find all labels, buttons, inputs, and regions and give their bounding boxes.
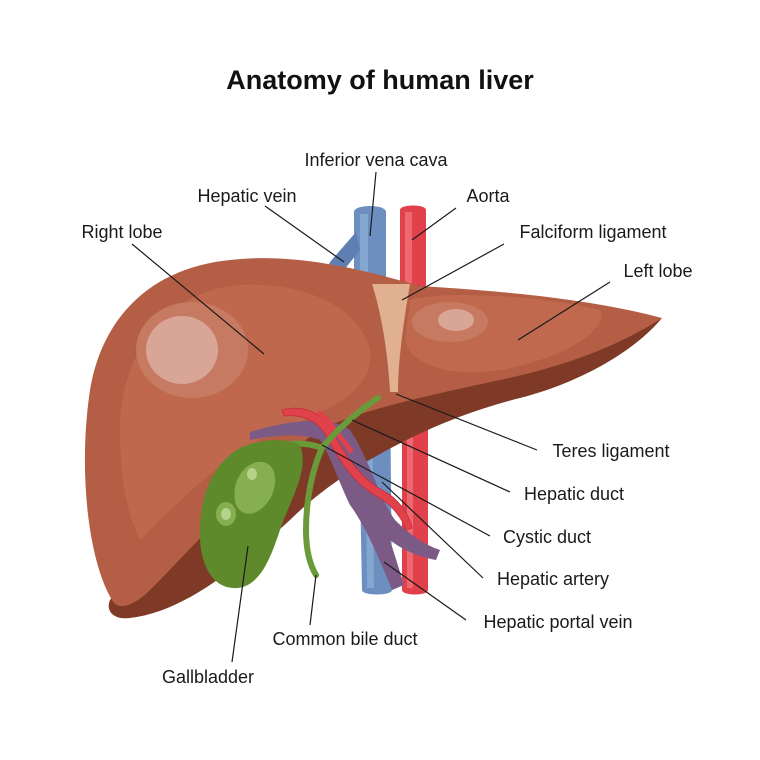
label-inferior-vena-cava: Inferior vena cava [304,150,448,170]
left-lobe-highlight [438,309,474,331]
label-hepatic-vein: Hepatic vein [197,186,296,206]
leader-hepatic-vein [265,206,344,262]
diagram-title: Anatomy of human liver [226,65,534,95]
label-hepatic-portal-vein: Hepatic portal vein [483,612,632,632]
label-cystic-duct: Cystic duct [503,527,591,547]
label-aorta: Aorta [466,186,510,206]
label-gallbladder: Gallbladder [162,667,254,687]
right-lobe-highlight [146,316,218,384]
leader-common-bile-duct [310,575,316,625]
label-common-bile-duct: Common bile duct [272,629,417,649]
label-teres-ligament: Teres ligament [552,441,669,461]
label-hepatic-duct: Hepatic duct [524,484,624,504]
label-right-lobe: Right lobe [81,222,162,242]
label-falciform-ligament: Falciform ligament [519,222,666,242]
label-hepatic-artery: Hepatic artery [497,569,609,589]
label-left-lobe: Left lobe [623,261,692,281]
